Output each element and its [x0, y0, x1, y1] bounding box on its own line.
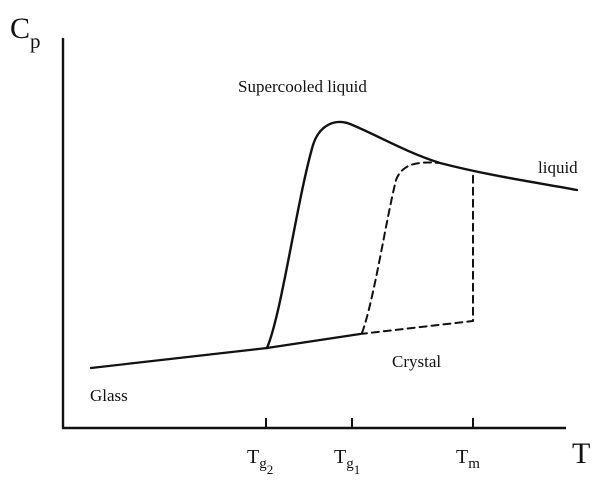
tick-label-tg1: Tg1 [334, 446, 360, 477]
glass-line [89, 332, 362, 370]
x-axis-label: T [572, 437, 590, 470]
supercooled-liquid-curve [265, 120, 579, 350]
crystal-dashed-line [359, 171, 474, 335]
label-liquid: liquid [538, 158, 578, 177]
label-glass: Glass [90, 386, 128, 405]
slow-cooling-dashed-curve [361, 161, 441, 334]
y-axis-label-main: C [10, 12, 30, 45]
label-crystal: Crystal [392, 352, 441, 371]
label-supercooled-liquid: Supercooled liquid [238, 77, 367, 96]
tick-label-tm: Tm [456, 446, 480, 472]
y-axis-label: Cp [10, 12, 41, 53]
tick-label-tg2: Tg2 [247, 446, 273, 477]
y-axis-label-sub: p [30, 29, 41, 53]
